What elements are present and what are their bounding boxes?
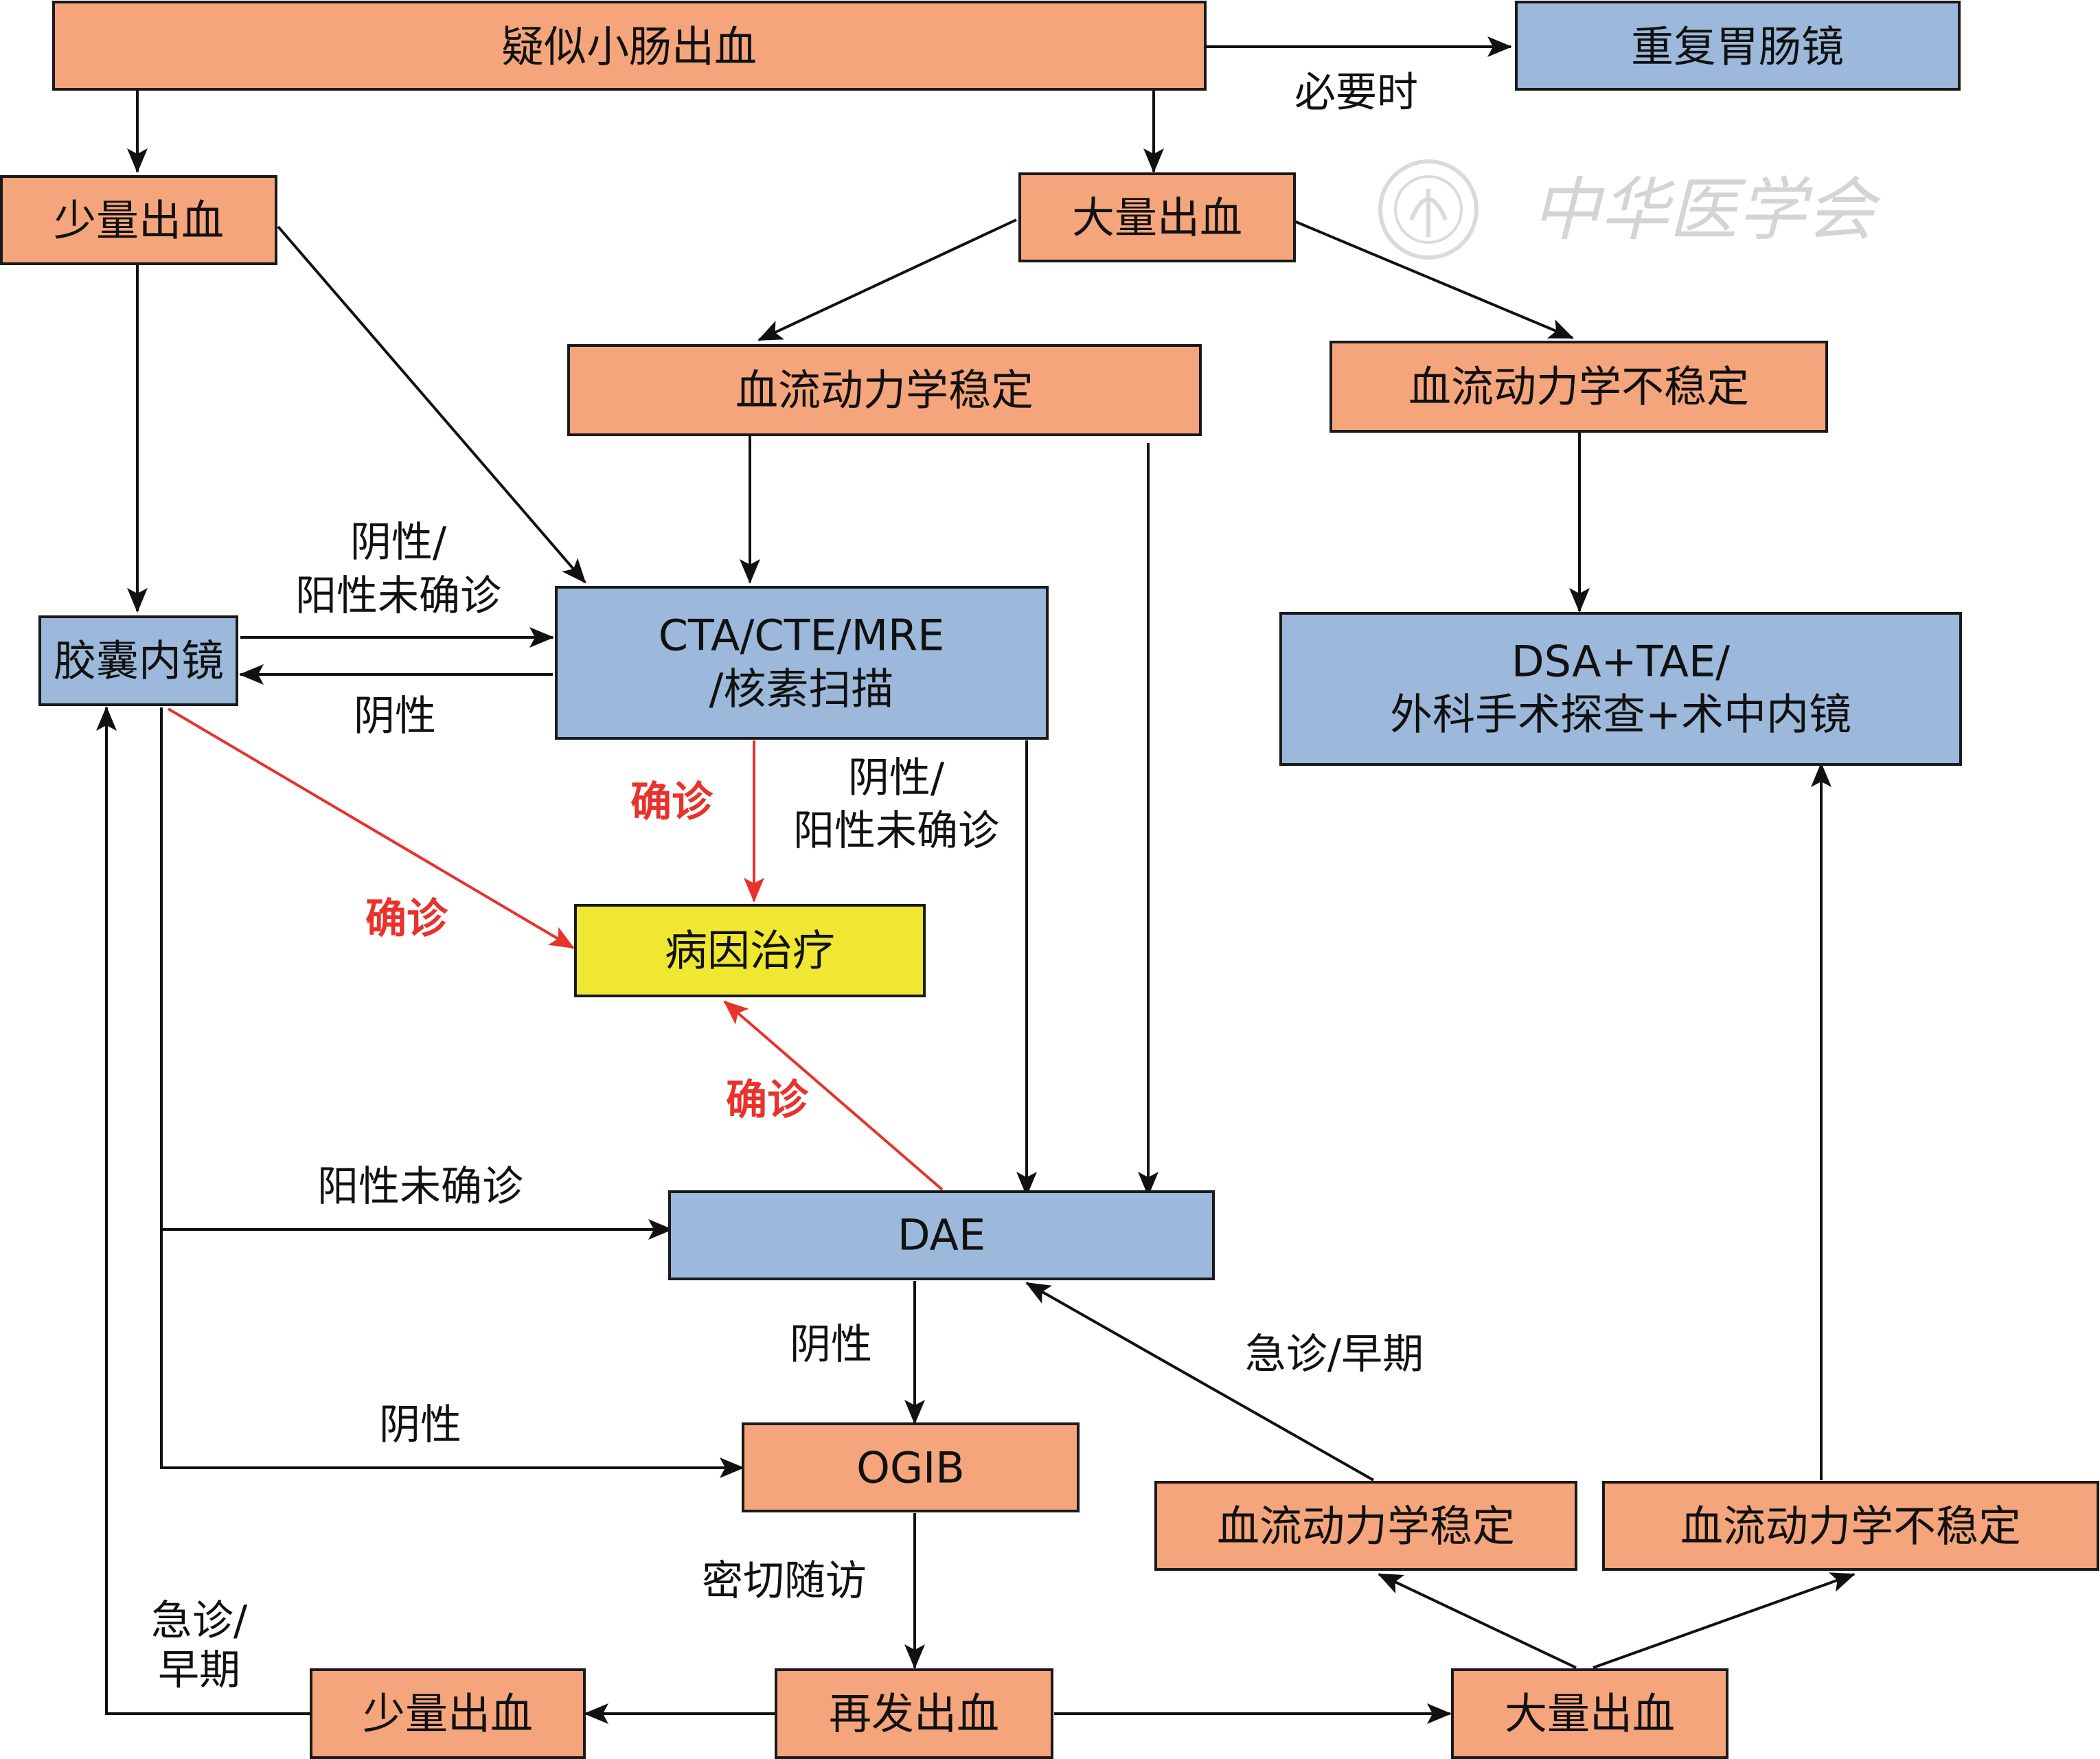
node-repeat-gastroscopy: 重复胃肠镜: [1515, 1, 1961, 91]
edge-majorbottom-to-unstable: [1593, 1572, 1856, 1669]
label-confirmed-3: 确诊: [726, 1076, 809, 1124]
svg-text:血流动力学稳定: 血流动力学稳定: [1217, 1501, 1515, 1552]
label-emergency-early-2a: 急诊/: [151, 1597, 248, 1645]
svg-text:少量出血: 少量出血: [363, 1689, 533, 1739]
node-hemo-unstable-bottom: 血流动力学不稳定: [1602, 1481, 2099, 1571]
label-positive-unconfirmed: 阳性未确诊: [317, 1163, 523, 1211]
svg-text:疑似小肠出血: 疑似小肠出血: [501, 22, 757, 72]
node-major-bleed-bottom: 大量出血: [1451, 1668, 1728, 1759]
edge-majorbottom-to-stable: [1378, 1573, 1577, 1669]
edge-dae-to-etiology: [723, 1000, 944, 1191]
label-negative-3: 阴性: [379, 1401, 461, 1449]
label-neg-or-unconfirmed-1b: 阳性未确诊: [295, 572, 501, 620]
edge-capsule-to-ogib: [160, 1223, 744, 1478]
label-when-necessary: 必要时: [1294, 69, 1418, 117]
node-hemo-stable-bottom: 血流动力学稳定: [1154, 1481, 1577, 1571]
node-rebleed: 再发出血: [775, 1668, 1053, 1759]
edge-stablebottom-to-dae: [1025, 1282, 1374, 1482]
node-minor-bleed-top: 少量出血: [0, 175, 277, 265]
edge-minorbottom-to-capsule: [96, 706, 310, 1715]
label-negative-2: 阴性: [790, 1321, 872, 1369]
svg-text:再发出血: 再发出血: [829, 1689, 999, 1739]
edge-capsule-to-etiology: [167, 707, 575, 949]
node-capsule-endoscopy: 胶囊内镜: [38, 615, 238, 706]
node-cta-cte-mre: CTA/CTE/MRE /核素扫描: [555, 586, 1049, 740]
svg-text:病因治疗: 病因治疗: [665, 926, 835, 976]
edges: [96, 36, 1856, 1724]
label-close-followup: 密切随访: [702, 1557, 867, 1605]
node-major-bleed-top: 大量出血: [1018, 172, 1296, 262]
svg-text:血流动力学不稳定: 血流动力学不稳定: [1680, 1501, 2021, 1552]
label-emergency-early-1: 急诊/早期: [1245, 1330, 1424, 1378]
svg-text:/核素扫描: /核素扫描: [709, 664, 894, 714]
label-confirmed-1: 确诊: [630, 778, 714, 826]
node-dae: DAE: [668, 1190, 1215, 1280]
watermark-text: 中华医学会: [1531, 170, 1882, 250]
svg-text:大量出血: 大量出血: [1505, 1689, 1675, 1739]
node-hemo-unstable-top: 血流动力学不稳定: [1329, 341, 1828, 433]
node-minor-bleed-bottom: 少量出血: [310, 1668, 586, 1759]
svg-text:DAE: DAE: [898, 1210, 985, 1260]
svg-text:少量出血: 少量出血: [54, 196, 224, 246]
node-ogib: OGIB: [742, 1422, 1080, 1512]
confirmed-edges: [167, 707, 944, 1191]
svg-text:外科手术探查+术中内镜: 外科手术探查+术中内镜: [1390, 690, 1851, 740]
edge-labels: 必要时 阴性/ 阳性未确诊 阴性 确诊 确诊 确诊 阴性/ 阳性未确诊 阳性未确…: [151, 69, 1424, 1694]
node-etiology-treatment: 病因治疗: [574, 904, 926, 997]
svg-text:OGIB: OGIB: [856, 1443, 965, 1493]
svg-text:重复胃肠镜: 重复胃肠镜: [1631, 22, 1844, 72]
svg-text:CTA/CTE/MRE: CTA/CTE/MRE: [659, 611, 945, 661]
edge-major-to-stable: [757, 218, 1017, 341]
label-neg-or-unconfirmed-1a: 阴性/: [350, 519, 447, 567]
label-negative-1: 阴性: [354, 692, 436, 740]
cma-seal-icon: [1378, 159, 1479, 260]
edge-major-to-unstable: [1290, 218, 1574, 339]
watermark: 中华医学会: [1378, 159, 1882, 260]
svg-text:血流动力学不稳定: 血流动力学不稳定: [1408, 362, 1749, 412]
node-suspected: 疑似小肠出血: [52, 1, 1207, 91]
svg-text:大量出血: 大量出血: [1072, 193, 1242, 243]
edge-minor-to-cta: [277, 225, 586, 584]
svg-text:胶囊内镜: 胶囊内镜: [54, 636, 224, 686]
label-neg-or-unconfirmed-2b: 阳性未确诊: [793, 807, 999, 855]
svg-text:DSA+TAE/: DSA+TAE/: [1511, 637, 1730, 687]
svg-text:血流动力学稳定: 血流动力学稳定: [735, 365, 1034, 416]
node-hemo-stable-top: 血流动力学稳定: [567, 344, 1202, 436]
label-neg-or-unconfirmed-2a: 阴性/: [848, 754, 945, 802]
label-confirmed-2: 确诊: [365, 895, 448, 943]
label-emergency-early-2b: 早期: [158, 1646, 240, 1694]
node-dsa-tae: DSA+TAE/ 外科手术探查+术中内镜: [1279, 612, 1962, 766]
